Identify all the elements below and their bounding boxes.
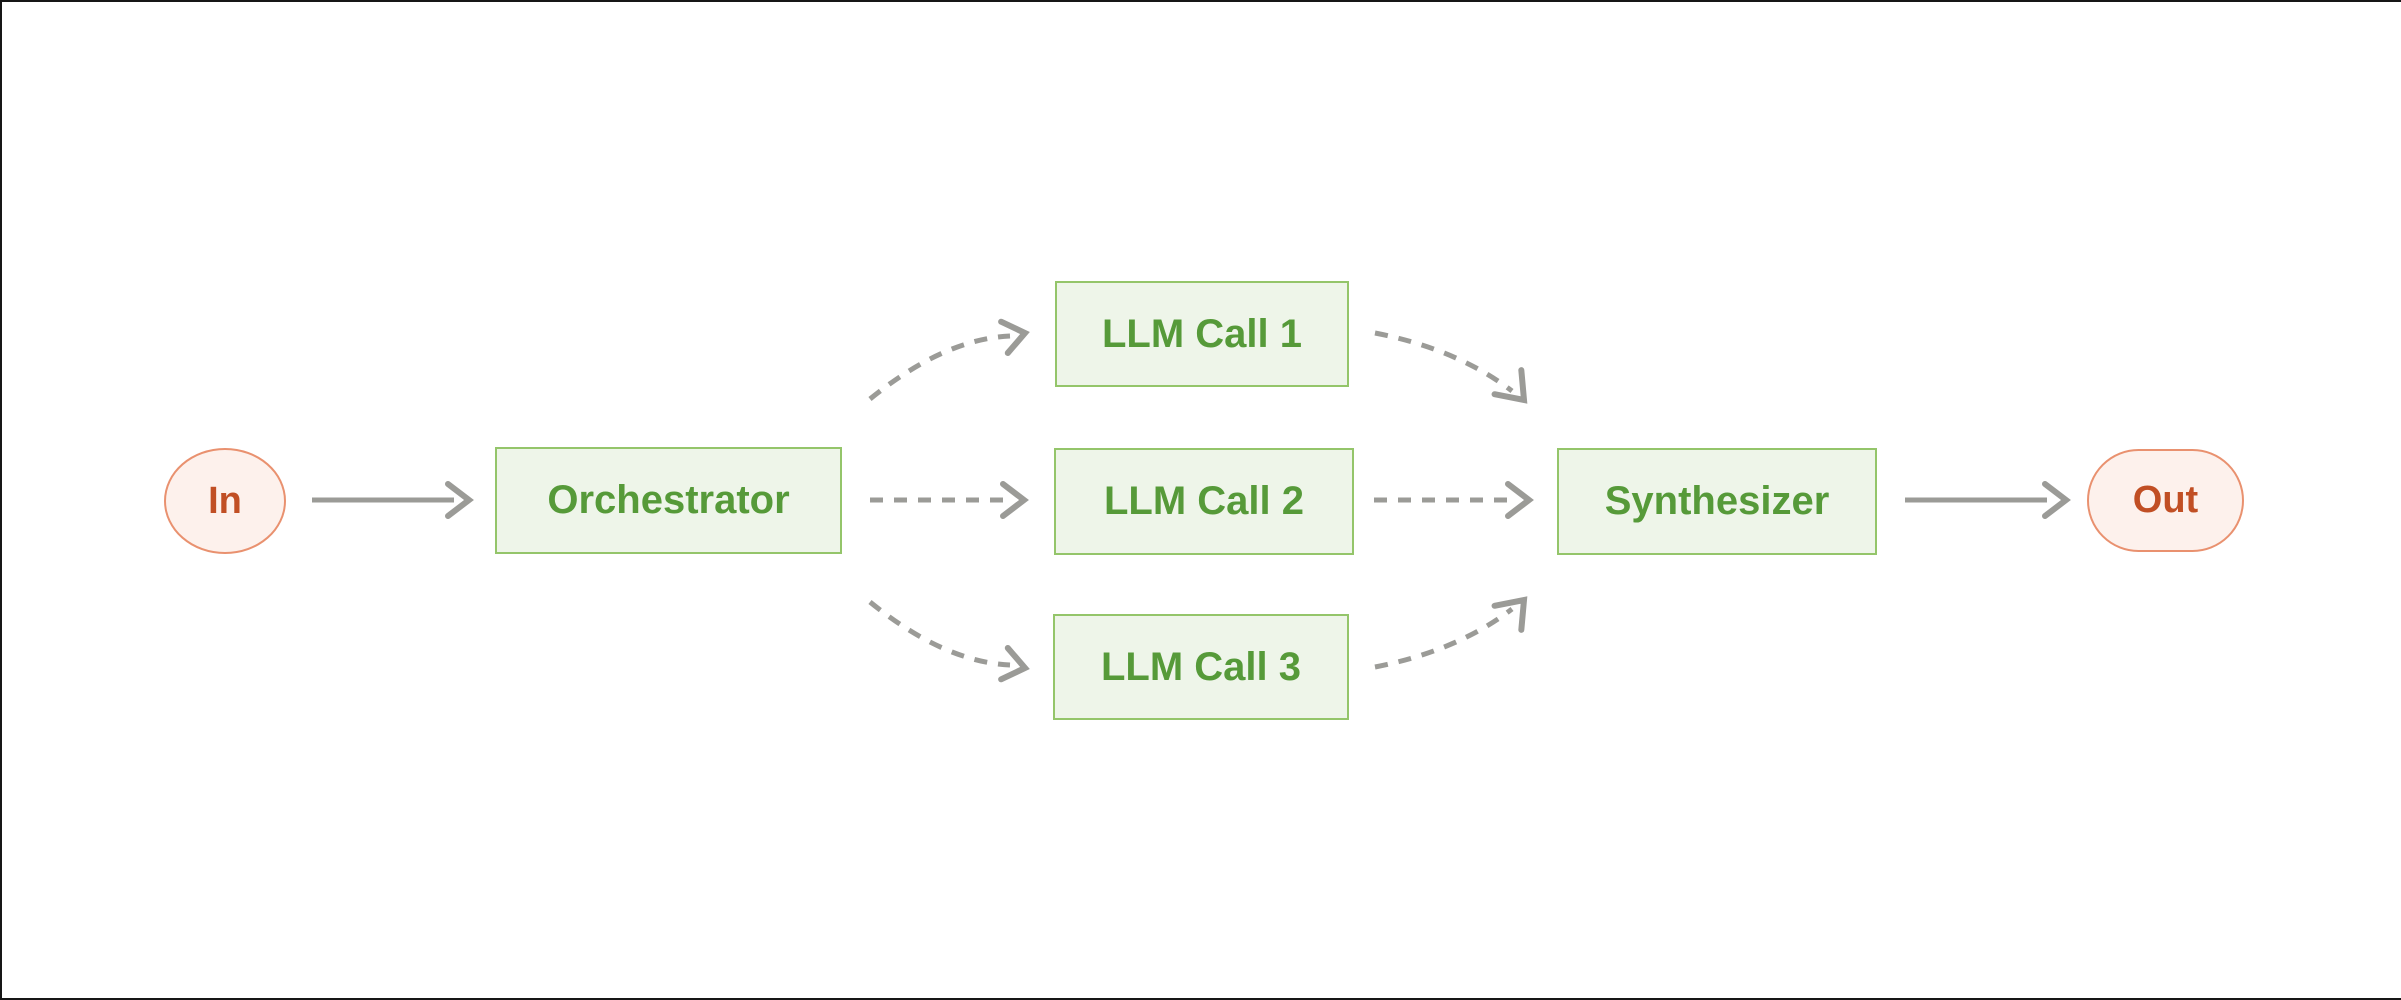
edge-llmcall1-synthesizer — [1374, 330, 1528, 404]
edge-in-orchestrator — [312, 481, 474, 519]
node-llm-call-1: LLM Call 1 — [1055, 281, 1349, 387]
edge-synthesizer-out — [1905, 481, 2071, 519]
node-orchestrator: Orchestrator — [495, 447, 842, 554]
node-llm-call-3-label: LLM Call 3 — [1100, 644, 1302, 689]
node-llm-call-2-label: LLM Call 2 — [1103, 479, 1305, 523]
edge-orchestrator-llmcall3 — [868, 600, 1030, 683]
edge-llmcall3-synthesizer — [1374, 596, 1528, 670]
node-in: In — [164, 448, 286, 554]
node-llm-call-2: LLM Call 2 — [1054, 448, 1354, 555]
node-out: Out — [2087, 449, 2244, 552]
node-orchestrator-label: Orchestrator — [547, 478, 790, 522]
edge-orchestrator-llmcall1 — [868, 318, 1030, 401]
node-llm-call-3: LLM Call 3 — [1053, 614, 1349, 720]
edge-llmcall2-synthesizer — [1374, 481, 1534, 519]
node-synthesizer: Synthesizer — [1557, 448, 1877, 555]
node-synthesizer-label: Synthesizer — [1604, 479, 1830, 523]
node-in-label: In — [208, 479, 242, 522]
node-llm-call-1-label: LLM Call 1 — [1101, 311, 1303, 356]
node-out-label: Out — [2132, 479, 2199, 521]
edge-orchestrator-llmcall2 — [870, 481, 1029, 519]
